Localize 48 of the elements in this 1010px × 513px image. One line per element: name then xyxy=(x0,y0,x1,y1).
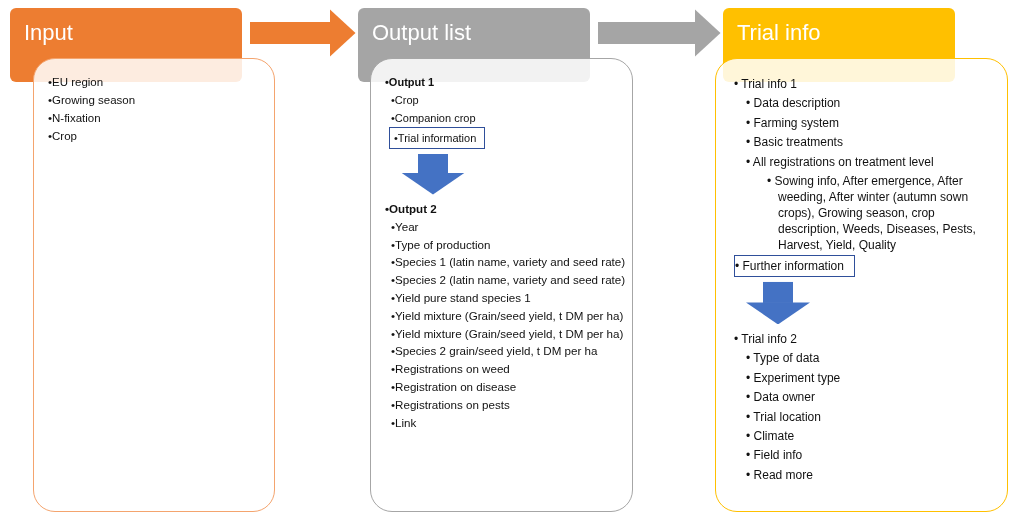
list-item: • Farming system xyxy=(746,114,840,131)
list-item: •Species 2 (latin name, variety and seed rate) xyxy=(391,272,626,288)
block-arrow xyxy=(598,9,721,57)
list-card xyxy=(370,58,633,512)
list-item: •Year xyxy=(391,218,420,234)
list-item: •N-fixation xyxy=(48,111,102,126)
list-item: •Link xyxy=(391,414,418,430)
list-item: •Species 1 (latin name, variety and seed rate) xyxy=(391,254,626,270)
list-item: • Field info xyxy=(746,447,804,464)
list-item: • Experiment type xyxy=(746,369,842,386)
list-item: • Type of data xyxy=(746,350,821,367)
list-item: •Species 2 grain/seed yield, t DM per ha xyxy=(391,343,599,359)
list-card xyxy=(715,58,1008,512)
list-item: •Registrations on pests xyxy=(391,396,511,412)
header-title: Input xyxy=(24,20,73,45)
list-card xyxy=(33,58,275,512)
list-item: •Trial information xyxy=(394,131,477,146)
list-item: •Type of production xyxy=(391,236,492,252)
list-item: • Data owner xyxy=(746,389,816,406)
list-item: •Companion crop xyxy=(391,111,477,126)
block-arrow xyxy=(746,281,810,325)
list-item: •EU region xyxy=(48,75,105,90)
list-item: •Output 1 xyxy=(385,75,436,90)
list-item: • Basic treatments xyxy=(746,134,844,151)
list-item: • Data description xyxy=(746,95,842,112)
list-item: •Crop xyxy=(48,129,78,144)
list-item: •Registration on disease xyxy=(391,378,518,394)
list-item: • Further information xyxy=(735,257,844,275)
list-item: • Sowing info, After emergence, After weeding, After winter (autumn sown crops), Growing season, crop description, Weeds, Diseases, Pests, Harvest, Yield, Quality xyxy=(767,172,977,253)
block-arrow xyxy=(401,154,465,195)
list-item: •Crop xyxy=(391,93,420,108)
header-title: Trial info xyxy=(737,20,821,45)
list-item: •Growing season xyxy=(48,93,137,108)
header-title: Output list xyxy=(372,20,472,45)
list-item: • Trial location xyxy=(746,408,822,425)
list-item: • Trial info 1 xyxy=(734,76,798,92)
list-item: • Trial info 2 xyxy=(734,330,798,347)
list-item: • All registrations on treatment level xyxy=(746,153,935,170)
list-item: •Yield mixture (Grain/seed yield, t DM per ha) xyxy=(391,325,625,341)
list-item: •Output 2 xyxy=(385,201,438,216)
list-item: • Climate xyxy=(746,427,796,444)
list-item: • Read more xyxy=(746,466,814,483)
list-item: •Yield mixture (Grain/seed yield, t DM per ha) xyxy=(391,307,625,323)
block-arrow xyxy=(250,9,356,57)
highlight-box xyxy=(734,254,855,277)
highlight-box xyxy=(389,127,486,149)
list-item: •Registrations on weed xyxy=(391,361,511,377)
list-item: •Yield pure stand species 1 xyxy=(391,290,532,305)
